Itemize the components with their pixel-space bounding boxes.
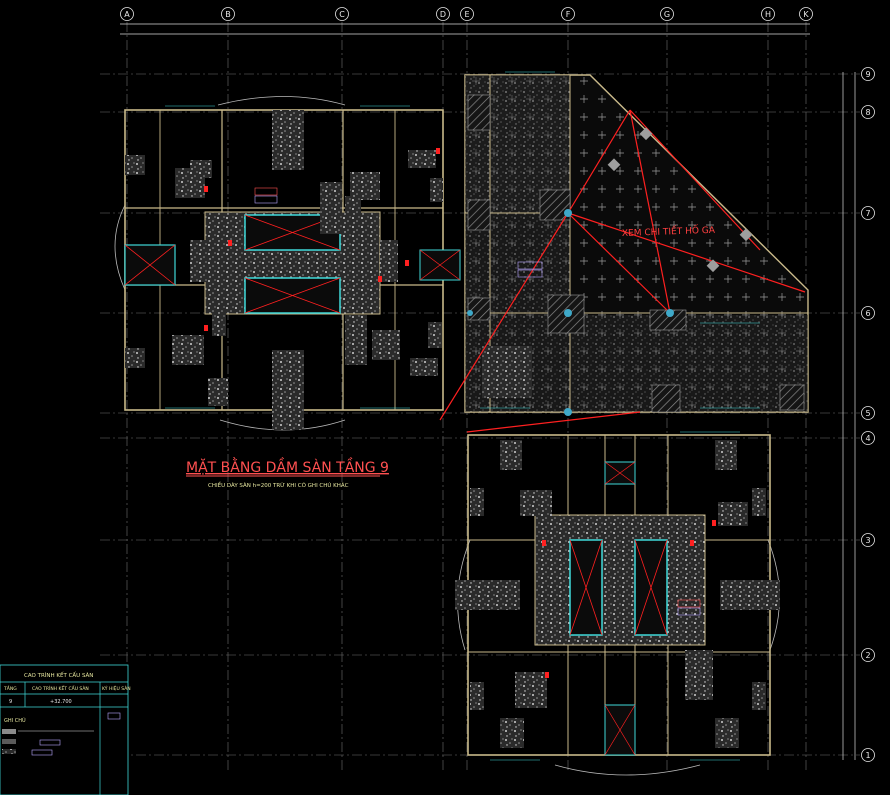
legend-notes-title: GHI CHÚ (4, 717, 26, 724)
grid-label-A: A (124, 10, 130, 19)
drawing-title: MẶT BẰNG DẦM SÀN TẦNG 9 (186, 457, 389, 476)
legend-header-floor: TẦNG (3, 684, 17, 692)
legend-row-level: +32.700 (50, 699, 72, 705)
drawing-subtitle: CHIỀU DÀY SÀN h=200 TRỪ KHI CÓ GHI CHÚ K… (208, 481, 349, 489)
grid-label-G: G (664, 10, 670, 19)
grid-label-row-6: 6 (865, 309, 870, 318)
grid-bubble-row-6: 6 (861, 306, 875, 320)
legend-header-mark: KÝ HIỆU SÀN (102, 684, 131, 692)
legend-header-level: CAO TRÌNH KẾT CẤU SÀN (32, 684, 89, 692)
grid-label-row-7: 7 (865, 209, 870, 218)
wing-upper-left (114, 96, 461, 431)
grid-label-H: H (765, 10, 771, 19)
drawing-title-block: MẶT BẰNG DẦM SÀN TẦNG 9 CHIỀU DÀY SÀN h=… (186, 457, 389, 489)
row-grid-bubbles: 9 8 7 6 5 4 3 2 1 (861, 67, 875, 762)
grid-bubble-C: C (335, 7, 349, 21)
grid-label-C: C (339, 10, 345, 19)
top-dimension-lines (120, 23, 856, 760)
grid-bubble-row-2: 2 (861, 648, 875, 662)
balcony-arc-lower-bottom (554, 764, 701, 776)
grid-label-row-8: 8 (865, 108, 870, 117)
grid-bubble-row-1: 1 (861, 748, 875, 762)
grid-label-row-9: 9 (865, 70, 870, 79)
grid-bubble-B: B (221, 7, 235, 21)
grid-label-F: F (566, 10, 571, 19)
grid-bubble-G: G (660, 7, 674, 21)
grid-label-E: E (464, 10, 469, 19)
grid-bubble-row-3: 3 (861, 533, 875, 547)
grid-bubble-E: E (460, 7, 474, 21)
grid-bubble-F: F (561, 7, 575, 21)
dimension-annotations (165, 71, 760, 761)
grid-label-row-3: 3 (865, 536, 870, 545)
grid-bubble-row-7: 7 (861, 206, 875, 220)
grid-bubble-K: K (799, 7, 813, 21)
grid-label-B: B (225, 10, 231, 19)
balcony-arc-top (217, 96, 346, 106)
legend-title: CAO TRÌNH KẾT CẤU SÀN (24, 671, 93, 679)
legend-table: CAO TRÌNH KẾT CẤU SÀN TẦNG CAO TRÌNH KẾT… (0, 664, 131, 795)
grid-label-row-5: 5 (865, 409, 870, 418)
grid-bubble-A: A (120, 7, 134, 21)
grid-bubble-row-5: 5 (861, 406, 875, 420)
grid-label-row-2: 2 (865, 651, 870, 660)
grid-bubble-row-9: 9 (861, 67, 875, 81)
grid-label-row-1: 1 (865, 751, 870, 760)
grid-label-D: D (440, 10, 446, 19)
grid-label-row-4: 4 (865, 434, 870, 443)
grid-label-K: K (803, 10, 809, 19)
wing-upper-right: XEM CHI TIẾT HỐ GA (439, 74, 809, 433)
balcony-arc-left (114, 204, 126, 291)
grid-bubble-row-8: 8 (861, 105, 875, 119)
legend-row-floor: 9 (9, 699, 12, 705)
grid-bubble-H: H (761, 7, 775, 21)
grid-bubble-D: D (436, 7, 450, 21)
wing-lower (455, 434, 780, 776)
grid-bubble-row-4: 4 (861, 431, 875, 445)
